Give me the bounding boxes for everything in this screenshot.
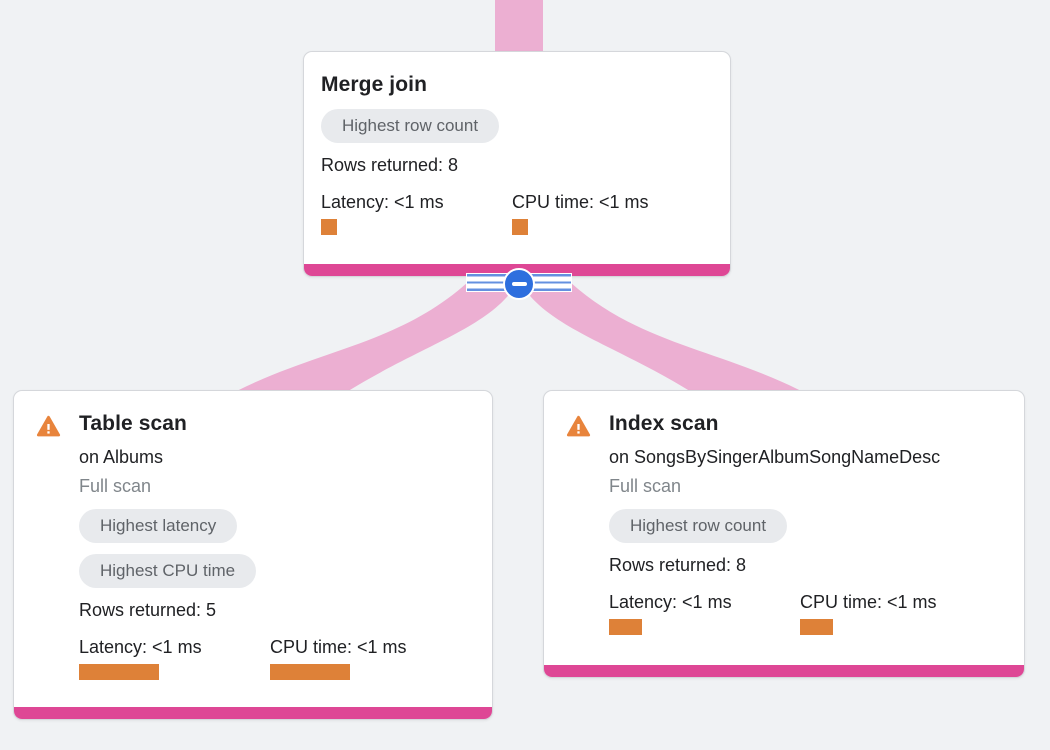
latency-label: Latency: <1 ms <box>321 192 444 212</box>
badge-highest-latency: Highest latency <box>79 509 238 543</box>
cpu-time-metric: CPU time: <1 ms <box>270 636 461 680</box>
node-title: Table scan <box>79 412 187 435</box>
latency-label: Latency: <1 ms <box>79 637 202 657</box>
badge-highest-row-count: Highest row count <box>321 109 500 143</box>
plan-node-index-scan[interactable]: Index scan on SongsBySingerAlbumSongName… <box>543 390 1025 678</box>
latency-metric: Latency: <1 ms <box>321 191 512 235</box>
edge-merge-join-to-index-scan <box>520 282 818 400</box>
node-target: on SongsBySingerAlbumSongNameDesc <box>609 447 941 467</box>
rows-returned: Rows returned: 8 <box>609 555 747 575</box>
warning-icon <box>36 415 61 437</box>
scan-type-label: Full scan <box>79 476 152 496</box>
cpu-time-metric: CPU time: <1 ms <box>512 191 703 235</box>
cpu-time-metric: CPU time: <1 ms <box>800 591 991 635</box>
plan-node-table-scan[interactable]: Table scan on Albums Full scan Highest l… <box>13 390 493 720</box>
cpu-time-label: CPU time: <1 ms <box>512 192 649 212</box>
badge-highest-row-count: Highest row count <box>609 509 788 543</box>
edge-parent-to-merge-join <box>495 0 543 60</box>
rows-returned: Rows returned: 5 <box>79 600 217 620</box>
latency-metric: Latency: <1 ms <box>79 636 270 680</box>
cpu-time-bar <box>512 219 528 235</box>
rows-returned: Rows returned: 8 <box>321 155 459 175</box>
plan-node-merge-join[interactable]: Merge join Highest row count Rows return… <box>303 51 731 277</box>
node-accent-bar <box>544 665 1024 677</box>
minus-icon <box>511 282 527 286</box>
latency-bar <box>321 219 337 235</box>
cpu-time-label: CPU time: <1 ms <box>800 592 937 612</box>
latency-metric: Latency: <1 ms <box>609 591 800 635</box>
latency-bar <box>79 664 159 680</box>
badge-highest-cpu-time: Highest CPU time <box>79 554 257 588</box>
cpu-time-label: CPU time: <1 ms <box>270 637 407 657</box>
edge-merge-join-to-table-scan <box>220 282 518 400</box>
node-accent-bar <box>14 707 492 719</box>
cpu-time-bar <box>270 664 350 680</box>
collapse-children-button[interactable] <box>503 268 535 300</box>
cpu-time-bar <box>800 619 833 635</box>
node-title: Index scan <box>609 412 719 435</box>
node-target: on Albums <box>79 447 164 467</box>
node-title: Merge join <box>321 73 428 96</box>
latency-bar <box>609 619 642 635</box>
scan-type-label: Full scan <box>609 476 682 496</box>
latency-label: Latency: <1 ms <box>609 592 732 612</box>
warning-icon <box>566 415 591 437</box>
